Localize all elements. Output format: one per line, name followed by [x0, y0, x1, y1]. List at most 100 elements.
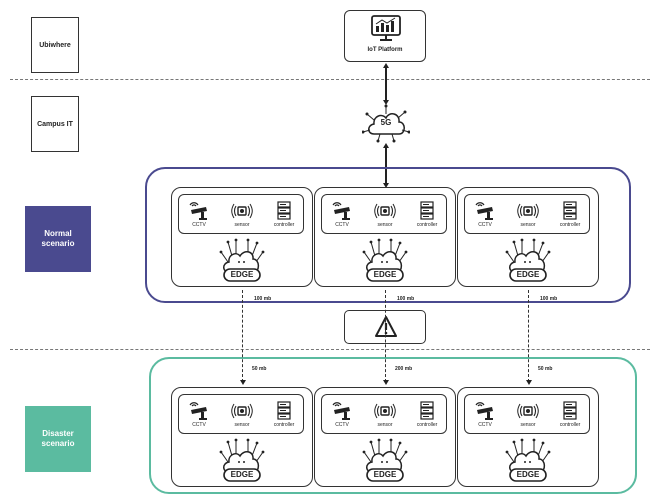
cctv-icon [475, 202, 493, 220]
disaster-link-bandwidth-1: 50 mb [252, 366, 267, 372]
cctv-device: CCTV [322, 201, 362, 228]
cctv-label: CCTV [192, 422, 206, 428]
disaster-edge-node-1: CCTV sensor [171, 387, 313, 487]
separator-top [10, 79, 650, 80]
campus-it-label: Campus IT [31, 96, 79, 152]
5g-label: 5G [380, 118, 392, 127]
link-line-2 [385, 290, 386, 382]
sensor-icon [517, 203, 539, 219]
link-arrowhead-1 [240, 380, 246, 385]
edge-device: EDGE [361, 438, 409, 484]
cctv-label: CCTV [335, 422, 349, 428]
arrowhead-up [383, 63, 389, 68]
cctv-icon [189, 202, 207, 220]
arrowhead-down [383, 100, 389, 105]
sensor-icon [374, 403, 396, 419]
sensor-device: sensor [508, 401, 548, 428]
sensor-icon [231, 403, 253, 419]
cctv-device: CCTV [465, 201, 505, 228]
controller-label: controller [559, 222, 581, 228]
sensor-label: sensor [377, 422, 393, 428]
edge-device: EDGE [218, 238, 266, 284]
controller-device: controller [550, 201, 590, 228]
server-icon [277, 401, 291, 420]
device-panel: CCTV sensor [464, 194, 590, 234]
cctv-label: CCTV [478, 222, 492, 228]
edge-label: EDGE [230, 270, 254, 279]
controller-label: controller [416, 422, 438, 428]
link-line-3 [528, 290, 529, 382]
controller-label: controller [559, 422, 581, 428]
monitor-icon [371, 15, 401, 41]
disaster-edge-node-3: CCTV sensor [457, 387, 599, 487]
sensor-device: sensor [222, 401, 262, 428]
server-icon [563, 401, 577, 420]
disaster-link-bandwidth-2: 200 mb [395, 366, 413, 372]
sensor-device: sensor [222, 201, 262, 228]
arrowhead-up-2 [383, 143, 389, 148]
device-panel: CCTV sensor [321, 194, 447, 234]
cctv-label: CCTV [478, 422, 492, 428]
link-arrowhead-3 [526, 380, 532, 385]
server-icon [563, 201, 577, 220]
server-icon [277, 201, 291, 220]
controller-device: controller [264, 201, 304, 228]
normal-edge-node-1: CCTV sensor [171, 187, 313, 287]
cctv-label: CCTV [192, 222, 206, 228]
controller-device: controller [550, 401, 590, 428]
sensor-label: sensor [520, 422, 536, 428]
link-arrowhead-2 [383, 380, 389, 385]
edge-cloud-icon [362, 438, 408, 482]
server-icon [420, 201, 434, 220]
edge-cloud-icon [219, 438, 265, 482]
arrowhead-down-2 [383, 183, 389, 188]
cctv-icon [189, 402, 207, 420]
edge-device: EDGE [361, 238, 409, 284]
sensor-label: sensor [234, 222, 250, 228]
iot-platform-box: IoT Platform [344, 10, 426, 62]
sensor-icon [231, 203, 253, 219]
controller-label: controller [273, 222, 295, 228]
separator-bottom [10, 349, 650, 350]
sensor-label: sensor [234, 422, 250, 428]
normal-link-bandwidth-3: 100 mb [540, 296, 558, 302]
device-panel: CCTV sensor [464, 394, 590, 434]
arrow-5g-normal [385, 146, 387, 184]
disaster-scenario-container [149, 357, 637, 494]
iot-platform-label: IoT Platform [367, 47, 403, 53]
disaster-link-bandwidth-3: 50 mb [538, 366, 553, 372]
device-panel: CCTV sensor [178, 394, 304, 434]
device-panel: CCTV sensor [178, 194, 304, 234]
normal-scenario-text: Normal scenario [41, 229, 75, 248]
edge-device: EDGE [218, 438, 266, 484]
warning-icon [375, 316, 397, 337]
controller-device: controller [407, 201, 447, 228]
edge-label: EDGE [373, 470, 397, 479]
edge-device: EDGE [504, 438, 552, 484]
sensor-device: sensor [365, 201, 405, 228]
5g-cloud-icon [362, 104, 410, 143]
ubiwhere-text: Ubiwhere [39, 41, 71, 49]
normal-scenario-container [145, 167, 631, 303]
device-panel: CCTV sensor [321, 394, 447, 434]
sensor-label: sensor [520, 222, 536, 228]
normal-edge-node-3: CCTV sensor [457, 187, 599, 287]
edge-cloud-icon [505, 238, 551, 282]
cctv-device: CCTV [465, 401, 505, 428]
disaster-scenario-text: Disaster scenario [41, 429, 75, 448]
cctv-icon [332, 402, 350, 420]
sensor-device: sensor [508, 201, 548, 228]
cctv-icon [332, 202, 350, 220]
edge-label: EDGE [230, 470, 254, 479]
sensor-label: sensor [377, 222, 393, 228]
controller-device: controller [264, 401, 304, 428]
disaster-edge-node-2: CCTV sensor [314, 387, 456, 487]
controller-device: controller [407, 401, 447, 428]
link-line-1 [242, 290, 243, 382]
controller-label: controller [416, 222, 438, 228]
normal-link-bandwidth-2: 100 mb [397, 296, 415, 302]
cctv-label: CCTV [335, 222, 349, 228]
sensor-icon [374, 203, 396, 219]
normal-link-bandwidth-1: 100 mb [254, 296, 272, 302]
edge-label: EDGE [516, 470, 540, 479]
